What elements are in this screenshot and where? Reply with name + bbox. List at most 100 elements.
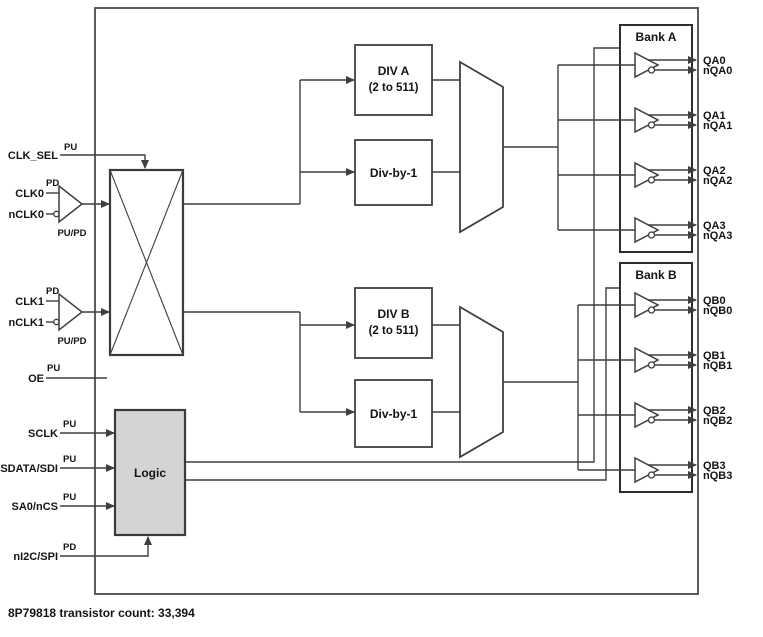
- pin-ni2c-spi-label: nI2C/SPI: [13, 551, 58, 563]
- inversion-bubble-icon: [647, 121, 656, 129]
- footer-note: 8P79818 transistor count: 33,394: [8, 606, 195, 620]
- output-driver-icon: [634, 161, 660, 189]
- pin-sdata-sdi: SDATA/SDI PU: [0, 454, 76, 475]
- pin-sclk-pull: PU: [63, 419, 76, 430]
- pin-oe: OE PU: [28, 363, 60, 385]
- div-by-1-b-box: [354, 379, 433, 448]
- pin-sclk: SCLK PU: [28, 419, 76, 440]
- clk1-pair-pull-label: PU/PD: [57, 336, 86, 347]
- div-by-1-b-title: Div-by-1: [370, 407, 418, 421]
- logic-block: Logic: [113, 408, 187, 537]
- wire-logic-ctrl-a: [185, 47, 620, 463]
- inversion-bubble-icon: [647, 176, 656, 184]
- inversion-bubble-icon: [647, 361, 656, 369]
- div-by-1-a-title: Div-by-1: [370, 166, 418, 180]
- crossbar-diagonal-icon: [109, 169, 184, 356]
- pin-ni2c-spi-pull: PD: [63, 542, 76, 553]
- div-b-range: (2 to 511): [369, 325, 419, 337]
- pin-sa0-ncs: SA0/nCS PU: [12, 492, 77, 513]
- output-driver-icon: [634, 51, 660, 79]
- pin-clk1-pull: PD: [46, 286, 59, 297]
- div-a-title: DIV A: [378, 64, 410, 78]
- div-a-box: [354, 44, 433, 116]
- pin-sdata-sdi-label: SDATA/SDI: [0, 463, 58, 475]
- div-by-1-b-block: Div-by-1: [354, 379, 433, 448]
- pin-clk-sel-pull: PU: [64, 142, 77, 153]
- pin-sclk-label: SCLK: [28, 428, 58, 440]
- pin-clk0-label: CLK0: [15, 188, 44, 200]
- inversion-bubble-icon: [647, 231, 656, 239]
- bank-b: Bank B QB0 nQB0 QB1 nQB1 QB2 nQ: [578, 262, 732, 493]
- mux-a-icon: [459, 60, 504, 234]
- output-buffer: QA3 nQA3: [558, 216, 732, 244]
- q-output-label: QA2: [703, 165, 726, 177]
- nq-output-label: nQB1: [703, 360, 732, 372]
- bank-b-title: Bank B: [635, 268, 677, 282]
- clk1-input-pair: CLK1 PD nCLK1 PU/PD: [9, 286, 87, 347]
- pin-oe-label: OE: [28, 373, 44, 385]
- div-a-range: (2 to 511): [369, 82, 419, 94]
- clk0-input-pair: CLK0 PD nCLK0 PU/PD: [9, 178, 87, 239]
- output-driver-icon: [634, 456, 660, 484]
- chip-boundary: [94, 7, 699, 595]
- pin-clk-sel-label: CLK_SEL: [8, 150, 58, 162]
- bank-a-title: Bank A: [636, 30, 677, 44]
- div-by-1-a-box: [354, 139, 433, 206]
- output-buffer: QA0 nQA0: [558, 51, 732, 79]
- pin-nclk0-label: nCLK0: [9, 209, 44, 221]
- pin-ni2c-spi: nI2C/SPI PD: [13, 542, 76, 563]
- logic-title: Logic: [134, 466, 166, 480]
- output-buffer: QA1 nQA1: [558, 106, 732, 134]
- output-buffer: QB3 nQB3: [578, 456, 732, 484]
- nq-output-label: nQA1: [703, 120, 732, 132]
- output-driver-icon: [634, 401, 660, 429]
- output-buffer: QA2 nQA2: [558, 161, 732, 189]
- output-driver-icon: [634, 291, 660, 319]
- nq-output-label: nQB0: [703, 305, 732, 317]
- q-output-label: QA1: [703, 110, 726, 122]
- div-by-1-a-block: Div-by-1: [354, 139, 433, 206]
- inversion-bubble-icon: [647, 416, 656, 424]
- output-driver-icon: [634, 216, 660, 244]
- output-driver-icon: [634, 346, 660, 374]
- pin-clk1-label: CLK1: [15, 296, 44, 308]
- pin-oe-pull: PU: [47, 363, 60, 374]
- div-b-box: [354, 287, 433, 359]
- wire-logic-ctrl-b: [185, 287, 620, 481]
- pin-clk-sel: CLK_SEL PU: [8, 142, 77, 162]
- q-output-label: QB2: [703, 405, 726, 417]
- output-buffer: QB0 nQB0: [578, 291, 732, 319]
- div-b-title: DIV B: [377, 307, 409, 321]
- wire-ni2c-spi: [60, 536, 152, 557]
- nq-output-label: nQA0: [703, 65, 732, 77]
- q-output-label: QA3: [703, 220, 726, 232]
- nq-output-label: nQA2: [703, 175, 732, 187]
- logic-box: [113, 408, 187, 537]
- wire-clk-sel: [60, 154, 149, 169]
- div-b-block: DIV B (2 to 511): [354, 287, 433, 359]
- q-output-label: QA0: [703, 55, 726, 67]
- clk0-pair-pull-label: PU/PD: [57, 228, 86, 239]
- pin-sdata-sdi-pull: PU: [63, 454, 76, 465]
- pin-clk0-pull: PD: [46, 178, 59, 189]
- bank-a-box: [619, 24, 693, 253]
- output-buffer: QB1 nQB1: [578, 346, 732, 374]
- mux-b-icon: [459, 305, 504, 459]
- pin-nclk1-label: nCLK1: [9, 317, 44, 329]
- nq-output-label: nQB2: [703, 415, 732, 427]
- pin-sa0-ncs-label: SA0/nCS: [12, 501, 58, 513]
- inversion-bubble-icon: [647, 306, 656, 314]
- div-a-block: DIV A (2 to 511): [354, 44, 433, 116]
- pin-sa0-ncs-pull: PU: [63, 492, 76, 503]
- bank-b-box: [619, 262, 693, 493]
- output-buffer: QB2 nQB2: [578, 401, 732, 429]
- wires: [46, 47, 620, 557]
- clk1-input-buffer-icon: [58, 292, 84, 332]
- nq-output-label: nQB3: [703, 470, 732, 482]
- inversion-bubble-icon: [647, 471, 656, 479]
- q-output-label: QB3: [703, 460, 726, 472]
- output-driver-icon: [634, 106, 660, 134]
- inversion-bubble-icon: [647, 66, 656, 74]
- clk0-input-buffer-icon: [58, 184, 84, 224]
